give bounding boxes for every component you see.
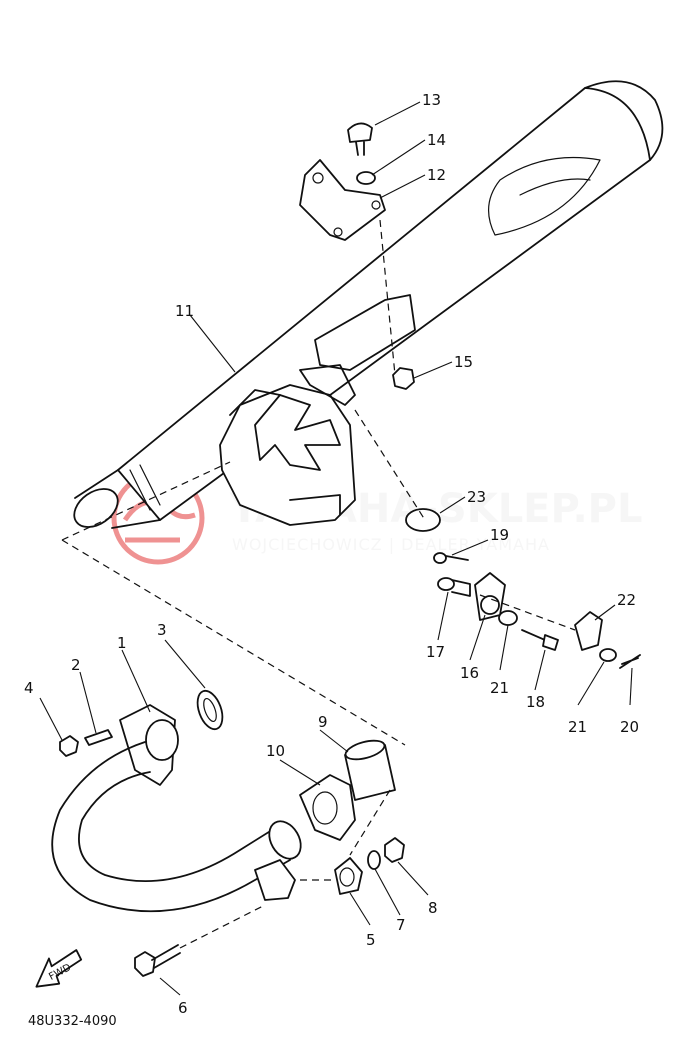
callout-8: 8 [428, 899, 438, 917]
callout-21-left: 21 [490, 679, 509, 697]
callout-23: 23 [467, 488, 486, 506]
diagram-code: 48U332-4090 [28, 1014, 117, 1029]
callout-9: 9 [318, 713, 328, 731]
clamp-10 [299, 774, 356, 841]
callout-10: 10 [266, 742, 285, 760]
bolt-19 [433, 552, 469, 564]
callout-1: 1 [117, 634, 127, 652]
bolt-18 [521, 629, 559, 651]
grommet-23 [405, 508, 441, 532]
callout-22: 22 [617, 591, 636, 609]
leader-lines [39, 101, 633, 996]
gasket-9 [344, 739, 396, 801]
callout-15: 15 [454, 353, 473, 371]
callout-numbers: 13 14 12 11 15 23 19 22 17 16 21 18 21 2… [24, 91, 639, 1017]
bolt-13 [347, 122, 373, 156]
stud-2 [84, 729, 113, 746]
bracket-12 [299, 159, 386, 241]
callout-14: 14 [427, 131, 446, 149]
callout-18: 18 [526, 693, 545, 711]
callout-4: 4 [24, 679, 34, 697]
collar-17 [437, 577, 471, 597]
gasket-3 [196, 689, 224, 731]
alignment-lines [61, 219, 576, 949]
callout-17: 17 [426, 643, 445, 661]
damper-5 [334, 857, 363, 895]
callout-19: 19 [490, 526, 509, 544]
muffler-assembly [73, 80, 664, 529]
callout-7: 7 [396, 916, 406, 934]
callout-6: 6 [178, 999, 188, 1017]
washer-21-right [599, 648, 617, 662]
bracket-22 [574, 611, 603, 651]
callout-21-right: 21 [568, 718, 587, 736]
watermark-sub-text: WOJCIECHOWICZ | DEALER YAMAHA [232, 535, 550, 554]
callout-2: 2 [71, 656, 81, 674]
fwd-arrow-icon: FWD [35, 949, 83, 988]
callout-12: 12 [427, 166, 446, 184]
callout-13: 13 [422, 91, 441, 109]
callout-11: 11 [175, 302, 194, 320]
nut-15 [392, 367, 415, 390]
exhaust-pipe-1 [51, 704, 302, 913]
nut-8 [384, 837, 405, 863]
washer-14 [356, 171, 376, 185]
nut-4 [59, 735, 79, 757]
callout-20: 20 [620, 718, 639, 736]
cotter-pin-20 [619, 654, 641, 669]
bolt-6 [134, 944, 181, 977]
callout-16: 16 [460, 664, 479, 682]
washer-7 [367, 850, 381, 870]
washer-21-left [498, 610, 518, 626]
callout-3: 3 [157, 621, 167, 639]
callout-5: 5 [366, 931, 376, 949]
